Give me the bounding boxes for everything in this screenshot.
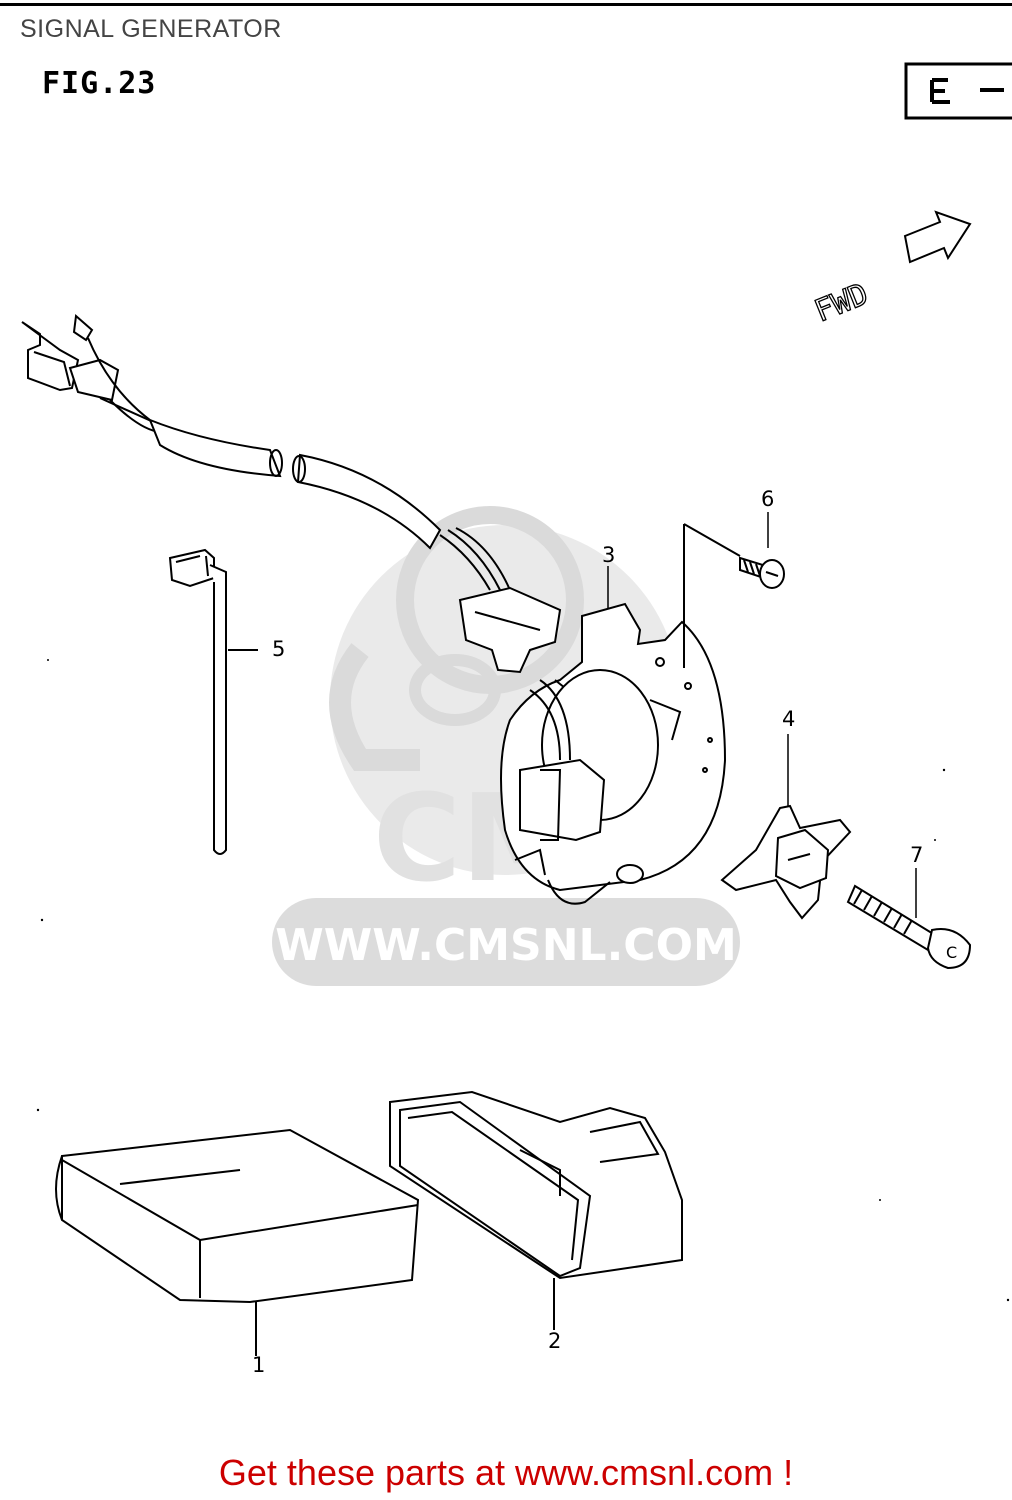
figure-label: FIG.23 <box>42 66 157 101</box>
callout-part-6: 6 <box>761 487 774 511</box>
page-title: SIGNAL GENERATOR <box>20 15 282 43</box>
callout-part-1: 1 <box>252 1353 265 1377</box>
screw-part-6 <box>683 523 785 668</box>
callout-part-3: 3 <box>602 543 615 567</box>
rotor-part-4 <box>720 804 852 920</box>
callout-part-7: 7 <box>910 843 923 867</box>
svg-text:C: C <box>946 943 957 962</box>
cover-case-part-2 <box>389 1090 683 1330</box>
signal-generator-plate <box>500 602 727 905</box>
leader-lines <box>607 512 917 918</box>
wire-harness <box>21 314 562 674</box>
top-rule <box>0 3 1012 6</box>
get-parts-link[interactable]: Get these parts at www.cmsnl.com ! <box>218 1452 794 1493</box>
callout-part-2: 2 <box>548 1329 561 1353</box>
clamp-part-5 <box>168 548 258 855</box>
forward-arrow-icon: FWD <box>809 210 972 330</box>
igniter-unit-part-1 <box>55 1128 420 1356</box>
scan-dots <box>36 659 1010 1302</box>
forward-label: FWD <box>810 277 873 330</box>
watermark-text: WWW.CMSNL.COM <box>275 920 737 971</box>
callout-part-4: 4 <box>782 707 795 731</box>
e-stamp <box>904 62 1012 120</box>
bolt-part-7: C <box>846 884 972 970</box>
callout-part-5: 5 <box>272 637 285 661</box>
